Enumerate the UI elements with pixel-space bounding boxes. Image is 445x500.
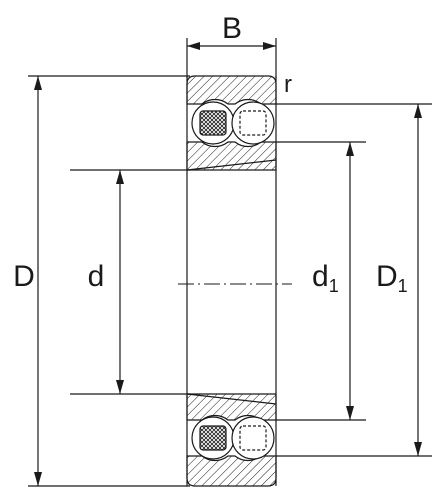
outer-shoulder-symbol: D [376,260,398,293]
arrow-down-icon [34,472,42,486]
bore-diameter-label: d [88,260,105,293]
ball-right [231,101,275,145]
ball-left-section [199,425,227,451]
arrow-down-icon [414,442,422,456]
inner-shoulder-dimension: d1 [276,141,366,421]
bore-diameter-dimension: d [70,169,190,395]
width-dimension: B [186,12,277,78]
lower-bearing-section [186,393,277,487]
inner-shoulder-symbol: d [312,260,329,293]
outer-ring [186,455,277,487]
inner-shoulder-label: d1 [312,260,339,296]
outer-diameter-dimension: D [13,75,190,487]
upper-bearing-section [186,75,277,171]
arrow-left-icon [187,42,200,50]
outer-ring [186,75,277,105]
outer-shoulder-dimension: D1 [276,103,432,457]
arrow-up-icon [414,104,422,118]
ball-left-section [199,110,227,136]
fillet-label: r [284,71,292,98]
ball-right-section [239,110,267,136]
arrow-down-icon [116,380,124,394]
outer-shoulder-subscript: 1 [398,276,408,296]
inner-shoulder-subscript: 1 [329,276,339,296]
inner-ring [186,141,277,171]
arrow-right-icon [263,42,276,50]
ball-right [231,416,275,460]
outer-diameter-label: D [13,260,35,293]
inner-ring [186,393,277,421]
arrow-down-icon [346,406,354,420]
arrow-up-icon [116,170,124,184]
width-label: B [222,12,242,45]
arrow-up-icon [34,76,42,90]
arrow-up-icon [346,142,354,156]
ball-right-section [239,425,267,451]
outer-shoulder-label: D1 [376,260,408,296]
